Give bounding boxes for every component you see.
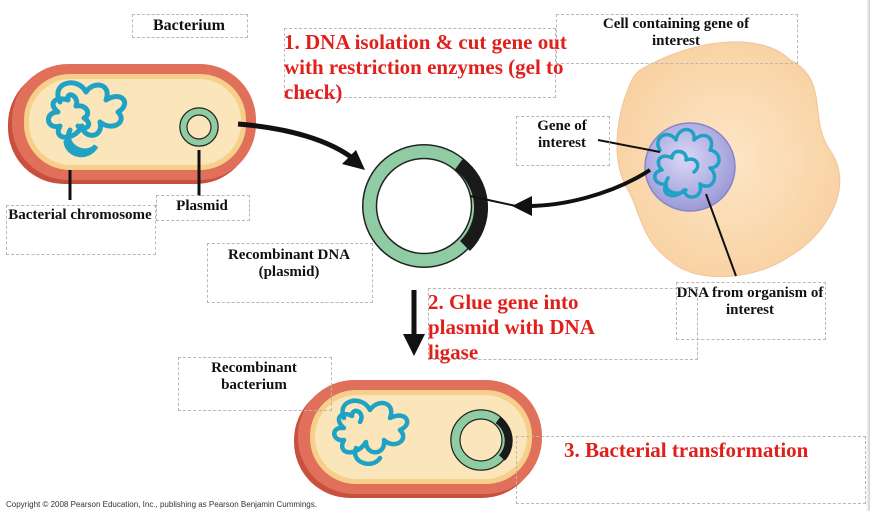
step3-box xyxy=(516,436,866,504)
label-cell-containing-gene: Cell containing gene of interest xyxy=(602,16,750,50)
arrow-head-2 xyxy=(512,196,532,216)
label-box-cell xyxy=(556,14,798,64)
bacterium-top xyxy=(8,64,256,184)
insert-pointer-line xyxy=(469,195,517,207)
label-recombinant-dna: Recombinant DNA (plasmid) xyxy=(227,247,351,281)
label-box-dna-organism xyxy=(676,282,826,340)
step3-text: 3. Bacterial transformation xyxy=(564,438,809,462)
label-bacterium: Bacterium xyxy=(153,17,225,34)
label-gene-of-interest: Gene of interest xyxy=(537,118,587,152)
label-plasmid: Plasmid xyxy=(176,198,228,214)
step1-box xyxy=(284,28,556,98)
label-box-gene xyxy=(516,116,610,166)
arrow-down-head xyxy=(403,334,425,356)
right-edge-shadow xyxy=(866,0,870,511)
label-recombinant-bacterium: Recombinant bacterium xyxy=(211,360,297,394)
recombinant-bacterium-chromosome xyxy=(332,398,410,467)
label-dna-from-organism: DNA from organism of interest xyxy=(676,285,824,319)
dna-organism-pointer-line xyxy=(705,193,737,277)
gene-pointer-line xyxy=(597,139,661,153)
step2-text: 2. Glue gene into plasmid with DNA ligas… xyxy=(428,290,594,365)
arrow-gene-to-plasmid xyxy=(527,168,652,208)
plasmid-small xyxy=(179,107,219,147)
label-box-chromosome xyxy=(6,205,156,255)
arrow-head-1 xyxy=(342,150,365,170)
donor-dna-strand xyxy=(653,127,721,199)
copyright-text: Copyright © 2008 Pearson Education, Inc.… xyxy=(6,500,317,509)
step1-text: 1. DNA isolation & cut gene out with res… xyxy=(284,30,567,105)
label-box-plasmid xyxy=(156,195,250,221)
recombinant-plasmid-large xyxy=(362,144,489,268)
bacterial-chromosome-strand xyxy=(46,80,128,158)
label-bacterial-chromosome: Bacterial chromosome xyxy=(8,207,152,223)
arrow-plasmid-to-recombinant xyxy=(237,121,357,162)
label-box-recombinant-dna xyxy=(207,243,373,303)
recombinant-plasmid-small xyxy=(450,409,513,471)
label-box-bacterium xyxy=(132,14,248,38)
label-box-recombinant-bacterium xyxy=(178,357,332,411)
step2-box xyxy=(428,288,698,360)
